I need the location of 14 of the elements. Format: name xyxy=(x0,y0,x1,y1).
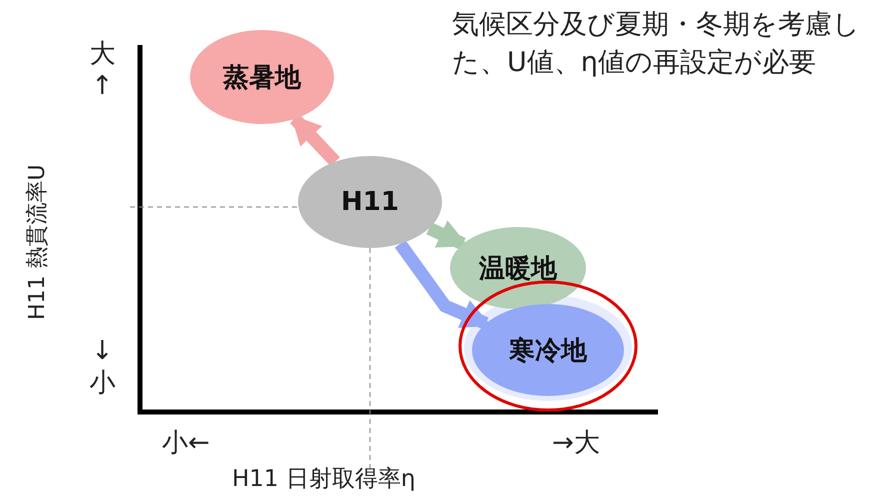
axis-end-label: 小← xyxy=(162,427,210,460)
axis-end-label: 大↑ xyxy=(88,38,116,102)
note-text: 気候区分及び夏期・冬期を考慮した、U値、η値の再設定が必要 xyxy=(452,8,861,80)
node-label: 温暖地 xyxy=(479,252,557,286)
arrow xyxy=(426,220,468,250)
node-label: 蒸暑地 xyxy=(223,62,301,94)
arrow xyxy=(394,240,492,330)
axis-end-label: ↓小 xyxy=(88,335,116,399)
axis-title: H11 日射取得率η xyxy=(232,465,416,494)
axis-title: H11 熱貫流率U xyxy=(24,164,51,320)
node-label: 寒冷地 xyxy=(509,334,587,368)
axis-end-label: →大 xyxy=(552,427,600,460)
arrow xyxy=(290,114,340,166)
node-label: H11 xyxy=(341,187,399,217)
